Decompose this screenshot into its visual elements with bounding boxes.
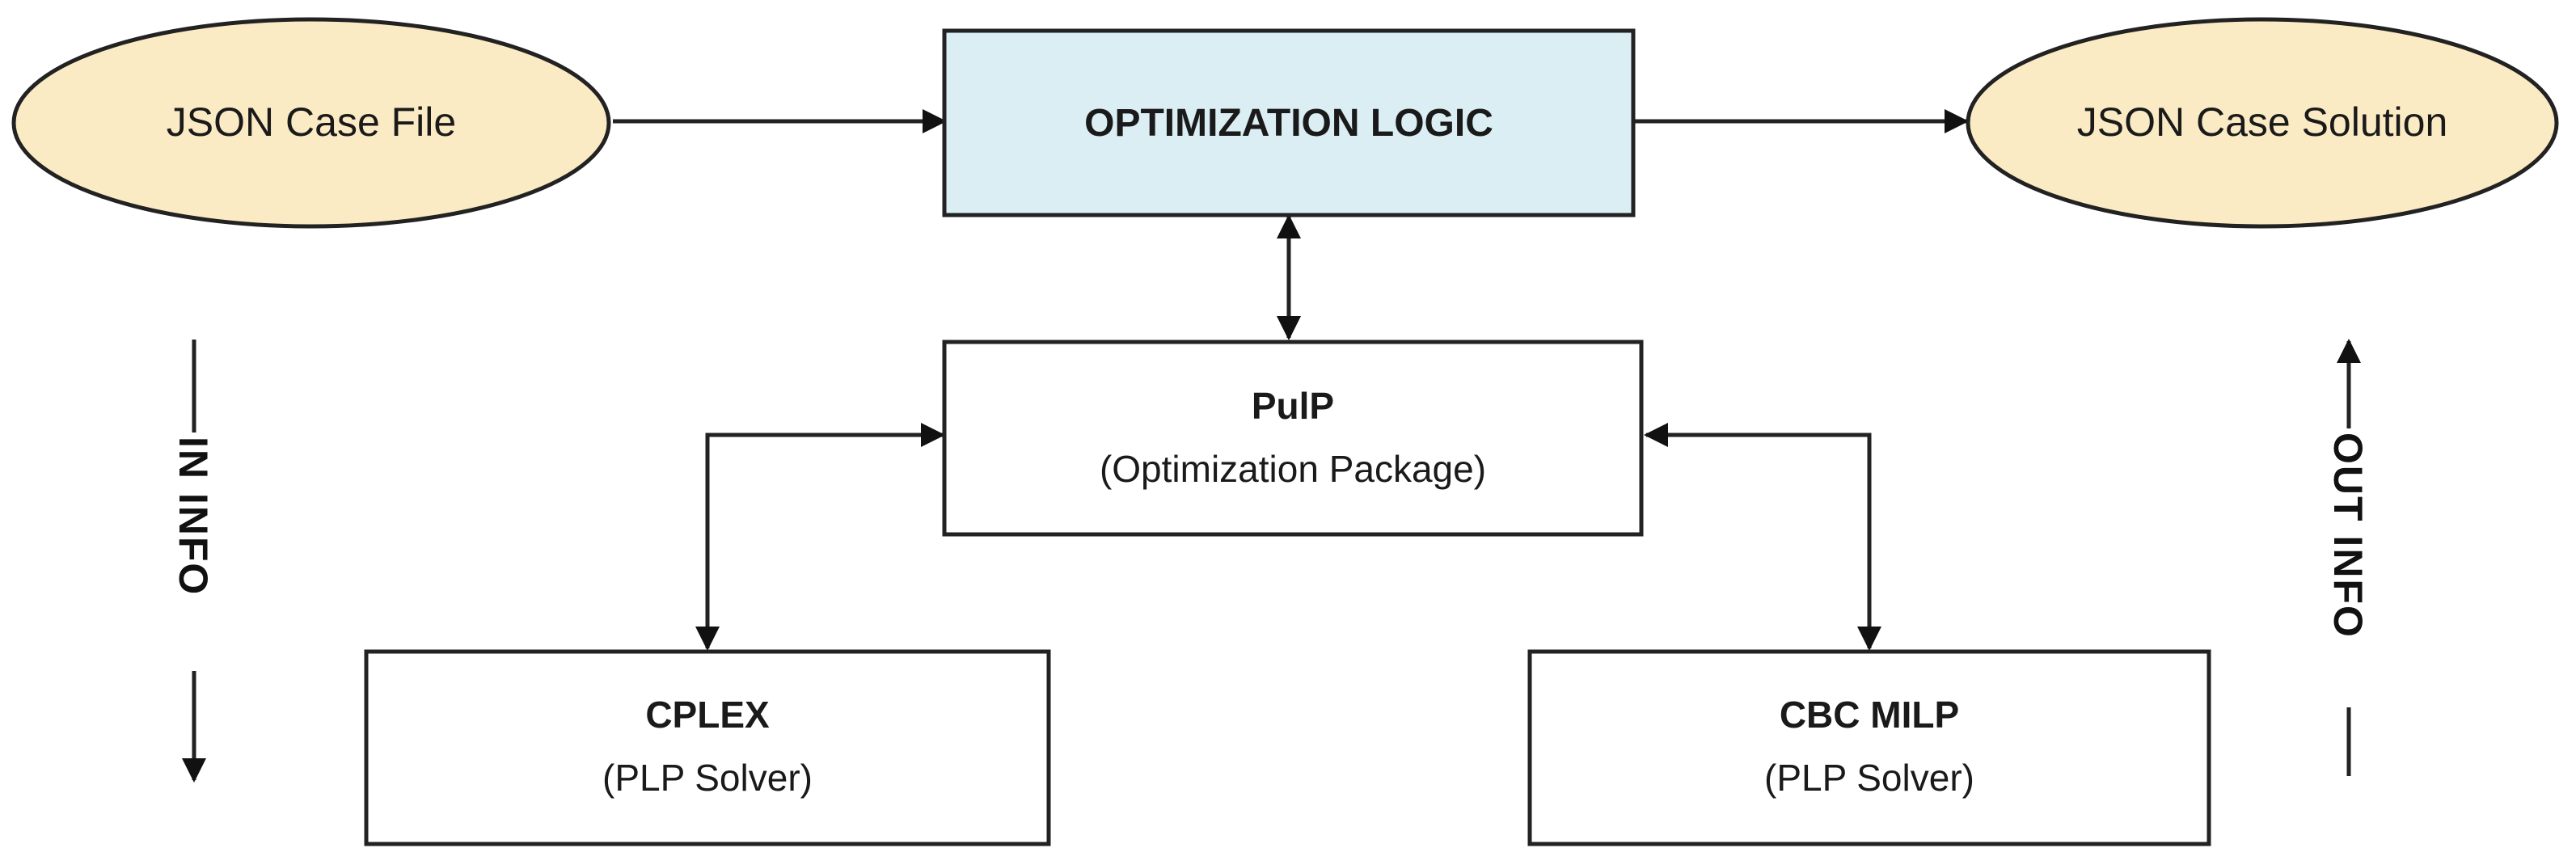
node-pulp: PulP (Optimization Package) [942,340,1644,537]
node-json-case-solution: JSON Case Solution [1966,17,2559,229]
optimization-logic-label: OPTIMIZATION LOGIC [1084,102,1493,145]
cplex-subtitle: (PLP Solver) [602,757,813,799]
arrow-pulp-cbc [1644,423,1881,651]
cbc-title: CBC MILP [1780,694,1959,736]
node-json-case-file: JSON Case File [11,17,611,229]
pulp-title: PulP [1252,385,1334,427]
connectors [613,109,1969,651]
cplex-title: CPLEX [645,694,770,736]
pulp-subtitle: (Optimization Package) [1100,448,1486,490]
out-info-indicator: OUT INFO [2325,339,2371,776]
in-info-indicator: IN INFO [171,340,216,783]
node-cplex: CPLEX (PLP Solver) [364,649,1051,846]
arrow-pulp-cplex [695,423,945,651]
node-cbc-milp: CBC MILP (PLP Solver) [1527,649,2211,846]
out-info-label: OUT INFO [2325,432,2371,639]
json-case-solution-label: JSON Case Solution [2077,99,2448,145]
node-optimization-logic: OPTIMIZATION LOGIC [942,28,1636,217]
json-case-file-label: JSON Case File [167,99,456,145]
cbc-subtitle: (PLP Solver) [1764,757,1974,799]
in-info-label: IN INFO [171,437,216,596]
